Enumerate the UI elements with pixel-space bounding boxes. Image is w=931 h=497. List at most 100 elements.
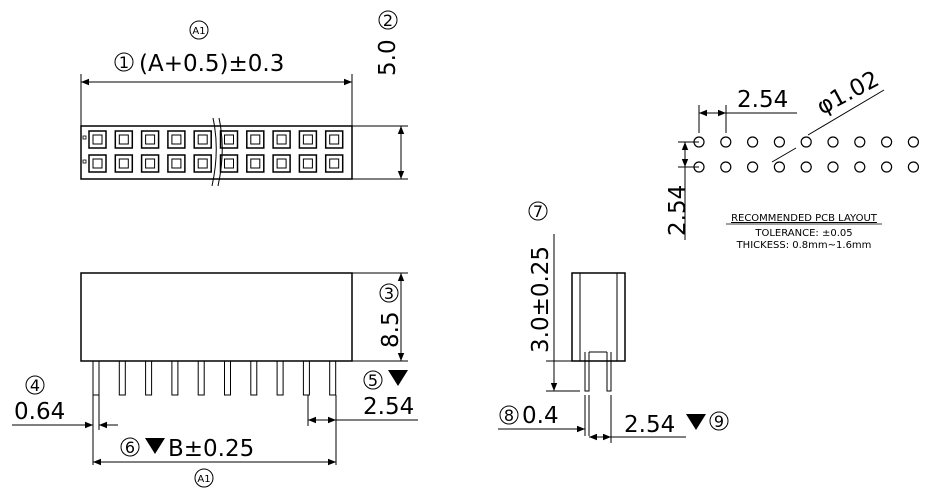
top-pin-socket-inner: [92, 134, 103, 145]
top-pin-socket-inner: [92, 158, 103, 169]
triangle-marker-6: [145, 438, 165, 454]
pcb-hole-grid: [693, 136, 920, 173]
top-pin-socket-outer: [193, 130, 212, 149]
top-pin-socket-outer: [167, 130, 186, 149]
pcb-hole: [907, 136, 920, 148]
callout-circle-5: [363, 370, 383, 390]
side-body-outline: [571, 272, 626, 362]
callout-8: 8: [504, 406, 514, 425]
front-pin: [118, 361, 126, 396]
pcb-hole: [800, 136, 812, 148]
callout-1: 1: [119, 53, 129, 72]
top-pin-socket-inner: [302, 134, 313, 145]
top-pin-socket-inner: [224, 134, 234, 145]
front-pin: [329, 361, 337, 396]
top-pin-socket-inner: [329, 158, 340, 169]
top-pin-socket-inner: [145, 158, 156, 169]
side-view: 7 3.0±0.25 8 0.4 2.54 9: [498, 201, 729, 443]
ref-circle-bottom: [194, 468, 214, 488]
pin1-mark-bottom: [82, 159, 87, 164]
pcb-hole: [854, 161, 866, 173]
pcb-row-pitch-dimension: 2.54: [665, 185, 691, 236]
top-pin-socket-outer: [114, 154, 134, 173]
top-pin-socket-inner: [118, 158, 129, 169]
top-pin-socket-inner: [224, 158, 234, 169]
top-pin-socket-outer: [272, 154, 291, 173]
top-pin-socket-outer: [114, 130, 134, 149]
callout-6: 6: [125, 438, 135, 457]
pcb-pitch-dimension: 2.54: [737, 87, 788, 113]
top-pin-socket-outer: [88, 154, 107, 173]
front-pin: [302, 361, 310, 396]
top-pin-socket-inner: [302, 158, 313, 169]
pcb-hole: [827, 136, 839, 148]
height-dimension-top: 5.0: [375, 39, 401, 76]
front-pin: [197, 361, 205, 396]
top-pin-socket-outer: [246, 154, 265, 173]
pcb-hole: [854, 136, 866, 148]
front-body-outline: [80, 272, 353, 362]
top-pin-socket-outer: [298, 130, 318, 149]
top-pin-socket-outer: [167, 154, 186, 173]
pcb-layout: 2.54 φ1.02 2.54 RECOMMENDED PCB LAYOUT T…: [665, 66, 920, 251]
pcb-hole-leader: [807, 89, 885, 136]
top-pin-socket-inner: [197, 158, 208, 169]
top-pin-socket-outer: [324, 130, 344, 149]
pcb-tolerance-note: TOLERANCE: ±0.05: [754, 228, 852, 239]
pin-thickness-dimension: 0.4: [522, 403, 559, 429]
pcb-hole-dimension: φ1.02: [813, 66, 884, 120]
callout-circle-2: [378, 10, 398, 30]
callout-7: 7: [533, 202, 543, 221]
callout-5: 5: [368, 371, 378, 390]
front-pin: [224, 361, 231, 396]
top-pin-socket-inner: [197, 134, 208, 145]
pcb-thickness-note: THICKESS: 0.8mm~1.6mm: [736, 240, 872, 251]
callout-circle-6: [120, 437, 140, 457]
front-view: 3 8.5 4 0.64 5 2.54 6 B±0.25 A1: [12, 272, 418, 488]
pcb-hole: [746, 136, 759, 148]
side-pin-left: [584, 352, 590, 392]
pin1-mark-top: [82, 135, 87, 140]
break-mark-1: [211, 117, 217, 187]
top-pin-socket-inner: [250, 158, 261, 169]
top-pin-socket-outer: [272, 130, 291, 149]
row-pitch-dimension-side: 2.54: [624, 412, 675, 438]
pcb-hole: [800, 161, 812, 173]
pcb-hole: [720, 136, 732, 148]
callout-2: 2: [383, 11, 393, 30]
pin-length-dimension: 3.0±0.25: [528, 246, 554, 353]
front-pin: [250, 361, 258, 396]
top-pin-socket-inner: [171, 134, 182, 145]
pcb-hole: [880, 136, 893, 148]
front-pin: [145, 361, 153, 396]
pcb-hole: [746, 161, 759, 173]
triangle-marker-5: [388, 370, 408, 386]
callout-circle-4: [25, 375, 45, 395]
callout-3: 3: [384, 284, 394, 303]
top-pin-grid: [82, 130, 344, 173]
front-pin-row: [92, 361, 337, 396]
ref-label-top: A1: [192, 26, 205, 37]
top-pin-socket-inner: [276, 134, 287, 145]
ref-circle-top: [189, 20, 209, 40]
top-pin-socket-outer: [193, 154, 212, 173]
length-dimension: (A+0.5)±0.3: [139, 51, 284, 77]
triangle-marker-9: [686, 414, 706, 430]
top-pin-socket-outer: [88, 130, 107, 149]
top-pin-socket-outer: [219, 130, 239, 149]
pcb-layout-title: RECOMMENDED PCB LAYOUT: [731, 213, 878, 224]
callout-circle-9: [709, 411, 729, 431]
callout-circle-1: [114, 52, 134, 72]
pcb-hole: [907, 161, 920, 173]
top-pin-socket-outer: [298, 154, 318, 173]
pin-width-dimension: 0.64: [14, 399, 65, 425]
height-dimension-front: 8.5: [378, 311, 404, 348]
top-pin-socket-inner: [276, 158, 287, 169]
top-pin-socket-inner: [171, 158, 182, 169]
top-pin-socket-outer: [324, 154, 344, 173]
pin-span-dimension: B±0.25: [168, 436, 254, 462]
top-pin-socket-outer: [246, 130, 265, 149]
top-pin-socket-outer: [219, 154, 239, 173]
top-pin-socket-inner: [145, 134, 156, 145]
